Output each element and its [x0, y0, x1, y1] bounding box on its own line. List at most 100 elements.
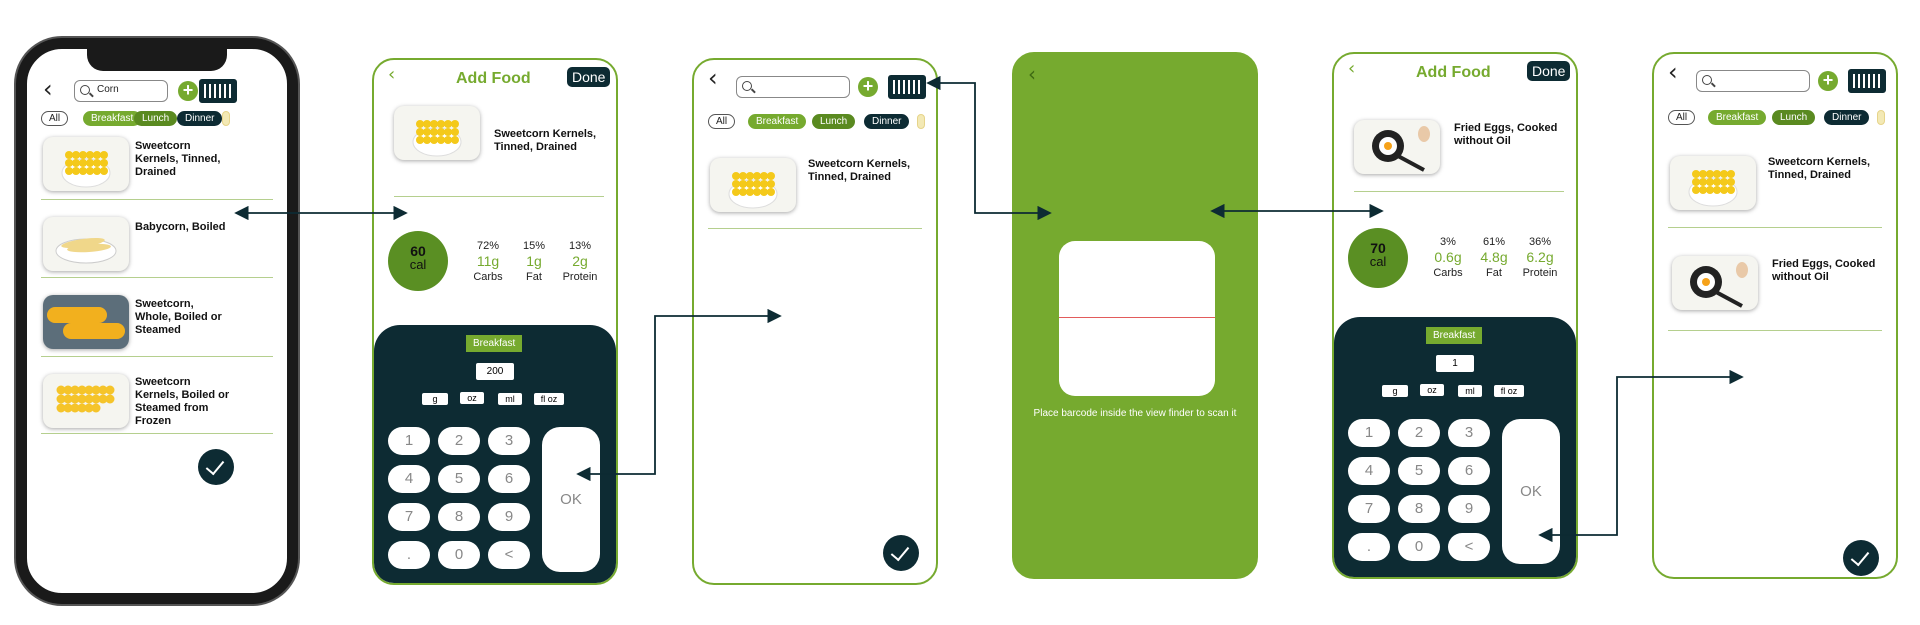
done-button[interactable]: Done [567, 67, 611, 87]
barcode-scan-button[interactable] [888, 75, 926, 99]
divider [1668, 227, 1882, 228]
key-6[interactable]: 6 [488, 465, 530, 493]
key-backspace[interactable]: < [488, 541, 530, 569]
key-0[interactable]: 0 [438, 541, 480, 569]
divider [394, 196, 604, 197]
quantity-field[interactable]: 1 [1436, 355, 1474, 372]
search-input[interactable] [736, 76, 850, 98]
macro-name: Carbs [1433, 267, 1463, 279]
key-9[interactable]: 9 [488, 503, 530, 531]
key-3[interactable]: 3 [1448, 419, 1490, 447]
food-name[interactable]: Sweetcorn Kernels, Tinned, Drained [135, 140, 221, 178]
key-2[interactable]: 2 [1398, 419, 1440, 447]
key-6[interactable]: 6 [1448, 457, 1490, 485]
search-input[interactable]: Corn [74, 80, 168, 102]
barcode-scan-button[interactable] [199, 79, 237, 103]
food-thumbnail [710, 158, 796, 212]
chip-snack[interactable] [1877, 110, 1885, 125]
ok-key[interactable]: OK [542, 427, 600, 572]
food-name[interactable]: Fried Eggs, Cooked without Oil [1772, 258, 1876, 283]
food-name[interactable]: Sweetcorn Kernels, Tinned, Drained [808, 158, 911, 183]
unit-g[interactable]: g [1382, 385, 1408, 397]
confirm-check-button[interactable] [883, 535, 919, 571]
confirm-check-button[interactable] [198, 449, 234, 485]
chip-dinner[interactable]: Dinner [1824, 110, 1870, 125]
unit-ml[interactable]: ml [1458, 385, 1482, 397]
key-backspace[interactable]: < [1448, 533, 1490, 561]
key-5[interactable]: 5 [1398, 457, 1440, 485]
key-dot[interactable]: . [388, 541, 430, 569]
key-4[interactable]: 4 [388, 465, 430, 493]
chip-all[interactable]: All [708, 114, 736, 129]
macro-value: 4.8g [1480, 249, 1508, 265]
ok-key[interactable]: OK [1502, 419, 1560, 564]
key-4[interactable]: 4 [1348, 457, 1390, 485]
page-title: Add Food [456, 70, 531, 87]
chip-lunch[interactable]: Lunch [1772, 110, 1816, 125]
back-arrow-icon[interactable]: ‹ [1348, 58, 1356, 79]
add-food-button[interactable]: + [178, 81, 198, 101]
key-8[interactable]: 8 [1398, 495, 1440, 523]
food-name[interactable]: Sweetcorn, Whole, Boiled or Steamed [135, 298, 222, 336]
search-icon [1702, 75, 1712, 85]
chip-snack[interactable] [222, 111, 230, 126]
chip-breakfast[interactable]: Breakfast [1708, 110, 1767, 125]
key-0[interactable]: 0 [1398, 533, 1440, 561]
food-name[interactable]: Sweetcorn Kernels, Boiled or Steamed fro… [135, 376, 230, 427]
key-1[interactable]: 1 [1348, 419, 1390, 447]
screen-food-list-updated: ‹ + All Breakfast Lunch Dinner Sweetcorn… [1652, 52, 1898, 579]
back-arrow-icon[interactable]: ‹ [43, 75, 53, 103]
key-dot[interactable]: . [1348, 533, 1390, 561]
meal-selector[interactable]: Breakfast [466, 335, 523, 352]
add-food-button[interactable]: + [858, 77, 878, 97]
chip-dinner[interactable]: Dinner [177, 111, 223, 126]
chip-breakfast[interactable]: Breakfast [748, 114, 807, 129]
key-1[interactable]: 1 [388, 427, 430, 455]
chip-all[interactable]: All [41, 111, 69, 126]
macro-name: Protein [562, 271, 598, 283]
unit-ml[interactable]: ml [498, 393, 522, 405]
unit-oz[interactable]: oz [1420, 384, 1444, 396]
barcode-viewfinder [1059, 241, 1215, 396]
back-arrow-icon[interactable]: ‹ [1668, 58, 1678, 86]
key-9[interactable]: 9 [1448, 495, 1490, 523]
food-name[interactable]: Sweetcorn Kernels, Tinned, Drained [1768, 156, 1871, 181]
macro-pct: 15% [522, 240, 546, 252]
done-button[interactable]: Done [1527, 61, 1571, 81]
macro-value: 11g [476, 253, 500, 269]
key-5[interactable]: 5 [438, 465, 480, 493]
chip-snack[interactable] [917, 114, 925, 129]
chip-breakfast[interactable]: Breakfast [83, 111, 142, 126]
confirm-check-button[interactable] [1843, 540, 1879, 576]
key-8[interactable]: 8 [438, 503, 480, 531]
key-7[interactable]: 7 [388, 503, 430, 531]
back-arrow-icon[interactable]: ‹ [1028, 62, 1036, 86]
quantity-field[interactable]: 200 [476, 363, 514, 380]
barcode-scan-button[interactable] [1848, 69, 1886, 93]
unit-oz[interactable]: oz [460, 392, 484, 404]
chip-lunch[interactable]: Lunch [812, 114, 856, 129]
food-thumbnail [43, 374, 129, 428]
back-arrow-icon[interactable]: ‹ [708, 64, 718, 92]
macro-name: Carbs [473, 271, 503, 283]
food-thumbnail [43, 295, 129, 349]
key-2[interactable]: 2 [438, 427, 480, 455]
unit-floz[interactable]: fl oz [534, 393, 564, 405]
meal-selector[interactable]: Breakfast [1426, 327, 1483, 344]
key-3[interactable]: 3 [488, 427, 530, 455]
chip-lunch[interactable]: Lunch [134, 111, 178, 126]
macro-pct: 36% [1528, 236, 1552, 248]
macro-name: Fat [1486, 267, 1502, 279]
key-7[interactable]: 7 [1348, 495, 1390, 523]
macro-name: Fat [526, 271, 542, 283]
add-food-button[interactable]: + [1818, 71, 1838, 91]
chip-all[interactable]: All [1668, 110, 1696, 125]
unit-g[interactable]: g [422, 393, 448, 405]
back-arrow-icon[interactable]: ‹ [388, 64, 396, 85]
unit-floz[interactable]: fl oz [1494, 385, 1524, 397]
food-name[interactable]: Babycorn, Boiled [135, 221, 226, 233]
search-input[interactable] [1696, 70, 1810, 92]
chip-dinner[interactable]: Dinner [864, 114, 910, 129]
